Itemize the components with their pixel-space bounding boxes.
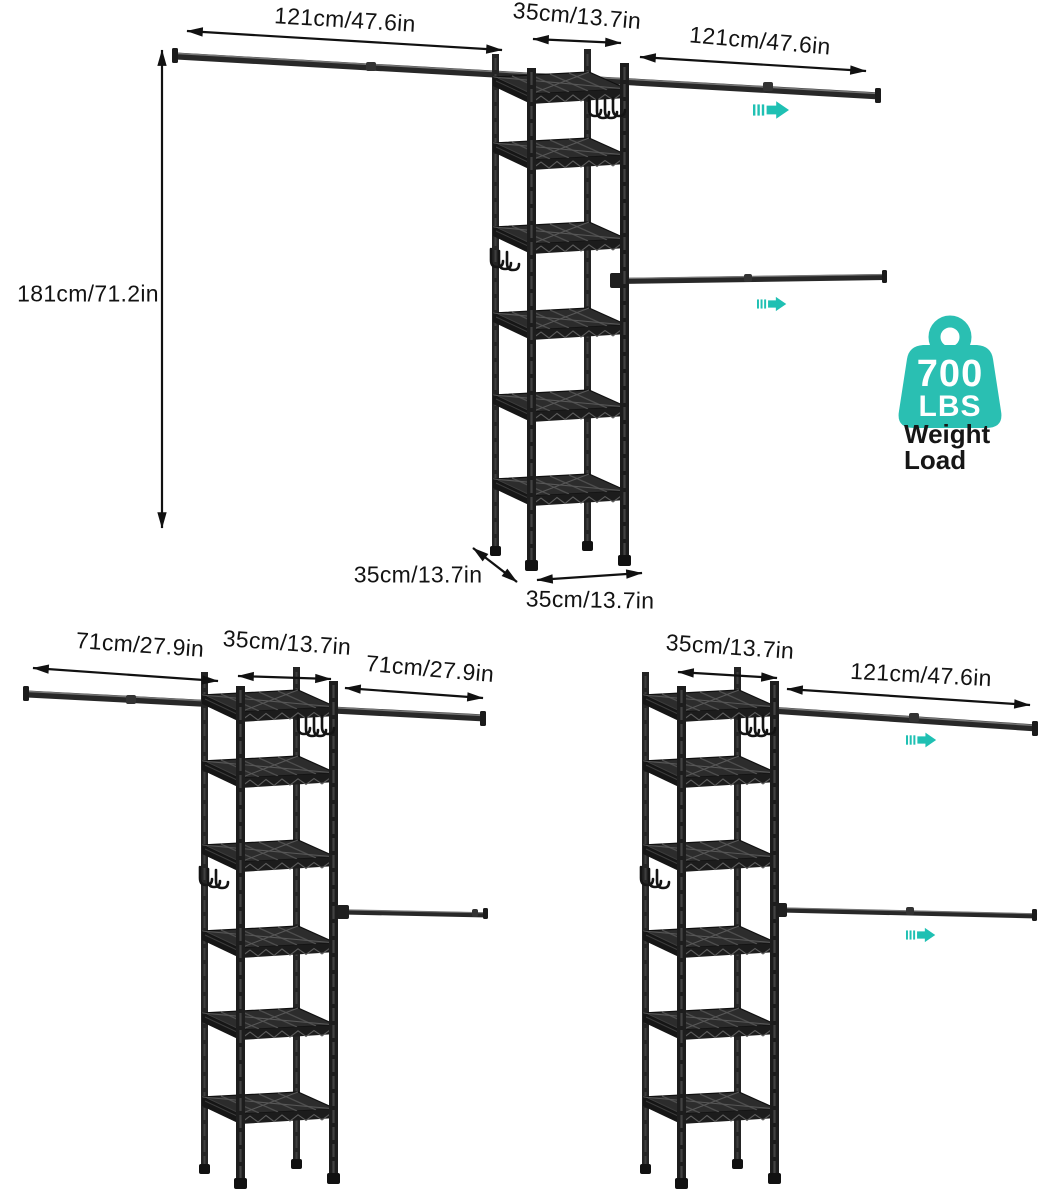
middle-hanging-rod <box>337 905 488 919</box>
config-71-71-diagram <box>23 664 488 1189</box>
dimension-arrows-main <box>157 27 867 584</box>
middle-hanging-rod <box>610 270 887 288</box>
shelf-tower-left <box>199 667 340 1189</box>
dim-label-main-base-width: 35cm/13.7in <box>525 585 655 614</box>
dimension-arrows-left <box>32 664 484 702</box>
shelf-tower-main <box>490 49 631 571</box>
shelf-tower-right <box>640 667 781 1189</box>
main-config-diagram <box>157 27 887 584</box>
weight-badge-unit: LBS <box>918 390 982 423</box>
teal-extend-arrow-icon <box>906 927 936 943</box>
dim-label-main-height: 181cm/71.2in <box>17 280 159 307</box>
dimension-arrows-right <box>677 668 1031 709</box>
teal-extend-arrow-icon <box>757 296 787 312</box>
weight-badge-value: 700 <box>916 353 984 395</box>
weight-load-icon <box>898 315 1002 428</box>
config-35-121-diagram <box>640 667 1038 1189</box>
dim-label-main-depth: 35cm/13.7in <box>353 561 483 588</box>
middle-hanging-rod <box>775 903 1038 921</box>
teal-extend-arrow-icon <box>753 101 789 119</box>
teal-extend-arrow-icon <box>906 732 937 748</box>
weight-badge-caption: Weight Load <box>904 419 991 475</box>
